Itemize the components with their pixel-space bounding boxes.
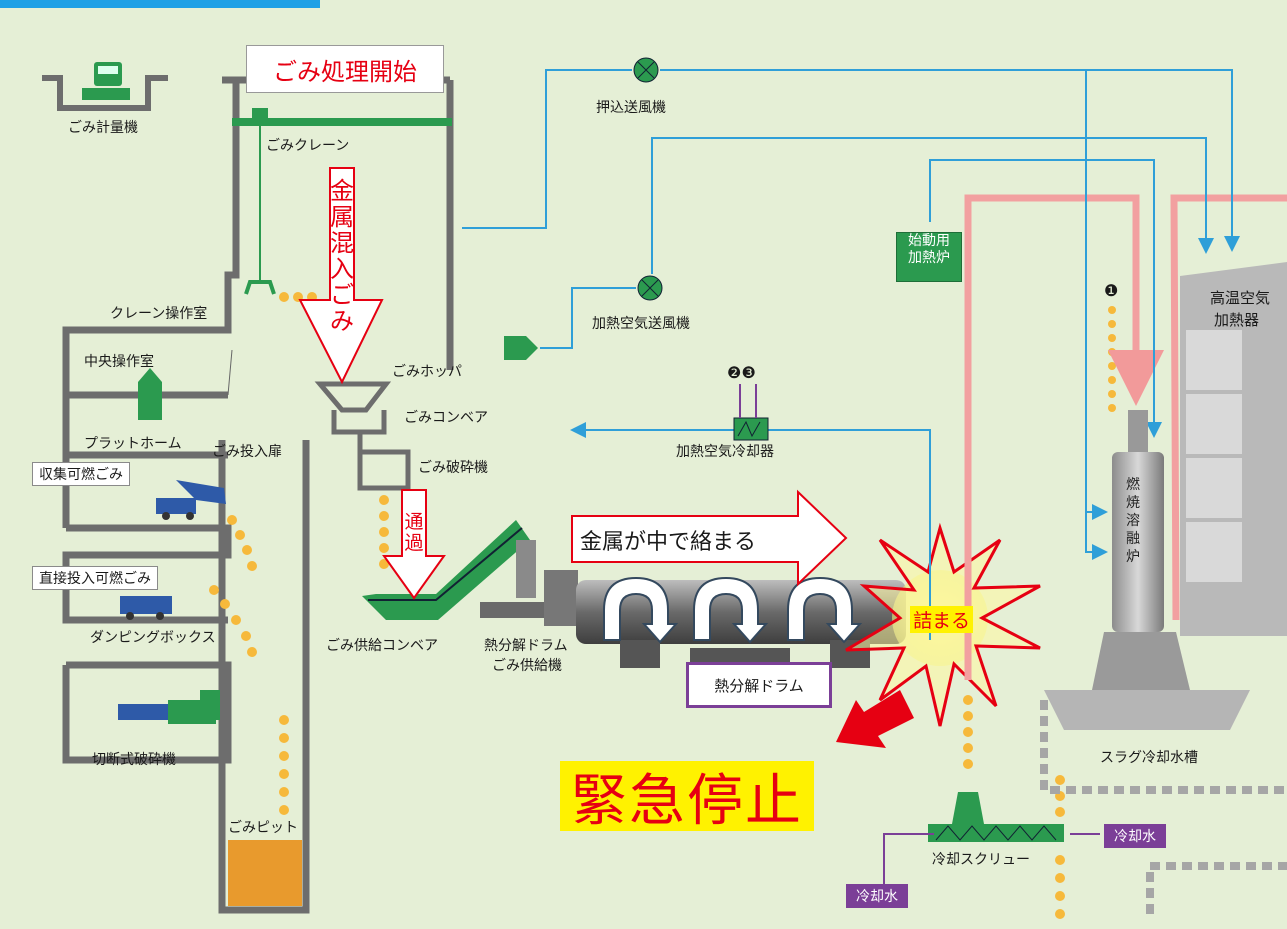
central-room-label: 中央操作室	[84, 354, 154, 370]
cooling-water-out-label: 冷却水	[846, 884, 908, 908]
fans	[504, 57, 663, 360]
building-walls	[62, 76, 454, 914]
furnace-number: ❶	[1104, 281, 1119, 300]
metal-mixed-char: ご	[330, 281, 354, 309]
metal-mixed-char: 入	[330, 255, 354, 283]
drum-feeder-label-1: 熱分解ドラム	[484, 638, 568, 654]
metal-tangle-text: 金属が中で絡まる	[580, 530, 757, 555]
central-room-equipment	[138, 349, 233, 420]
metal-mixed-char: 属	[330, 203, 354, 231]
push-fan-label: 押込送風機	[596, 100, 666, 116]
crane-label: ごみクレーン	[266, 138, 350, 154]
metal-mixed-char: 金	[330, 177, 354, 205]
jam-text: 詰まる	[910, 606, 974, 633]
cooling-screw-label: 冷却スクリュー	[932, 852, 1030, 868]
cooling-water-in-label: 冷却水	[1104, 824, 1166, 848]
melting-furnace	[1044, 410, 1250, 730]
direct-truck	[120, 596, 172, 620]
supply-conveyor	[362, 520, 536, 620]
furnace-label: 燃焼溶融炉	[1126, 477, 1140, 565]
header-accent-bar	[0, 0, 320, 8]
processing-start-callout: ごみ処理開始	[246, 45, 444, 93]
hopper-conveyor-crusher	[314, 381, 411, 491]
crane	[232, 108, 452, 295]
pass-text: 通 過	[400, 512, 428, 554]
tangle-arrow	[571, 489, 848, 587]
air-lines	[462, 69, 1240, 640]
collected-waste-label: 収集可燃ごみ	[32, 462, 130, 486]
hot-air-heater	[1180, 262, 1287, 636]
hot-air-lines	[964, 194, 1287, 680]
pass-char: 通	[404, 511, 424, 533]
hopper-label: ごみホッパ	[392, 364, 462, 380]
start-heater-label: 始動用 加熱炉	[896, 232, 962, 282]
pit-label: ごみピット	[228, 820, 298, 836]
pit-waste	[228, 840, 302, 906]
metal-mixed-char: み	[330, 307, 354, 335]
air-cooler	[733, 384, 769, 441]
air-cooler-label: 加熱空気冷却器	[676, 444, 774, 460]
pyrolysis-drum-label: 熱分解ドラム	[686, 662, 832, 708]
emergency-arrow	[836, 690, 914, 748]
pass-char: 過	[404, 532, 424, 554]
start-heater-line2: 加熱炉	[908, 249, 950, 266]
crane-room-label: クレーン操作室	[110, 306, 208, 322]
shredder-machine	[118, 690, 220, 724]
dumping-box-label: ダンピングボックス	[90, 630, 216, 646]
cooling-screw	[883, 792, 1100, 884]
collection-truck	[156, 480, 226, 520]
direct-waste-label: 直接投入可燃ごみ	[32, 566, 158, 590]
conveyor-label: ごみコンベア	[404, 410, 488, 426]
supply-conveyor-label: ごみ供給コンベア	[326, 638, 438, 654]
hot-air-label-1: 高温空気	[1210, 289, 1271, 307]
drum-rotation-arrows	[603, 576, 863, 644]
emergency-stop-label: 緊急停止	[560, 761, 814, 834]
hot-air-label-2: 加熱器	[1214, 311, 1260, 329]
start-heater-line1: 始動用	[908, 233, 950, 249]
metal-mixed-text: 金 属 混 入 ご み	[328, 178, 356, 334]
pass-arrow	[382, 489, 446, 600]
cooler-numbers: ❷❸	[727, 363, 756, 382]
drum-feeder	[480, 570, 578, 626]
crusher-label: ごみ破砕機	[418, 460, 488, 476]
weighbridge-label: ごみ計量機	[68, 120, 138, 136]
slag-dashes	[1040, 700, 1287, 914]
slag-tank-label: スラグ冷却水槽	[1100, 750, 1198, 766]
heat-fan-label: 加熱空気送風機	[592, 316, 690, 332]
weighbridge	[42, 62, 168, 111]
shredder-label: 切断式破砕機	[92, 752, 176, 768]
metal-mixed-char: 混	[330, 229, 354, 257]
platform-label: プラットホーム	[84, 436, 182, 452]
input-door-label: ごみ投入扉	[212, 444, 282, 460]
drum-feeder-label-2: ごみ供給機	[492, 658, 562, 674]
metal-mixed-arrow	[298, 167, 384, 385]
